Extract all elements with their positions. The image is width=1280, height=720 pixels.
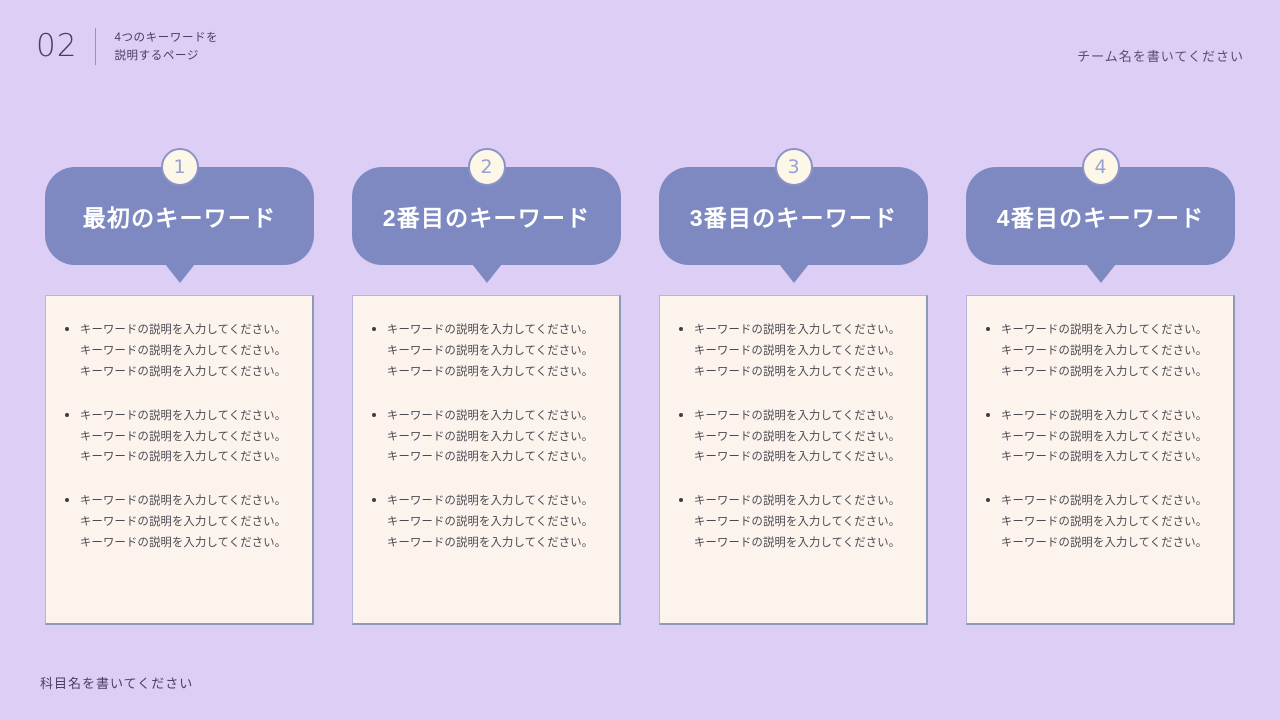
- list-item: キーワードの説明を入力してください。キーワードの説明を入力してください。キーワー…: [674, 320, 906, 383]
- keyword-banner-body-2: 2番目のキーワード: [352, 167, 621, 265]
- list-item: キーワードの説明を入力してください。キーワードの説明を入力してください。キーワー…: [60, 491, 292, 554]
- keyword-number-badge-1: 1: [160, 148, 199, 186]
- keyword-card-4: キーワードの説明を入力してください。キーワードの説明を入力してください。キーワー…: [966, 295, 1235, 625]
- keyword-columns: 1 最初のキーワード キーワードの説明を入力してください。キーワードの説明を入力…: [45, 148, 1235, 625]
- keyword-banner-2: 2 2番目のキーワード: [352, 148, 621, 283]
- keyword-banner-3: 3 3番目のキーワード: [659, 148, 928, 283]
- keyword-column-3: 3 3番目のキーワード キーワードの説明を入力してください。キーワードの説明を入…: [659, 148, 928, 625]
- team-name-label: チーム名を書いてください: [1077, 49, 1244, 64]
- list-item: キーワードの説明を入力してください。キーワードの説明を入力してください。キーワー…: [981, 406, 1213, 469]
- keyword-banner-body-4: 4番目のキーワード: [966, 167, 1235, 265]
- keyword-column-2: 2 2番目のキーワード キーワードの説明を入力してください。キーワードの説明を入…: [352, 148, 621, 625]
- keyword-column-1: 1 最初のキーワード キーワードの説明を入力してください。キーワードの説明を入力…: [45, 148, 314, 625]
- list-item: キーワードの説明を入力してください。キーワードの説明を入力してください。キーワー…: [981, 491, 1213, 554]
- keyword-banner-1: 1 最初のキーワード: [45, 148, 314, 283]
- list-item: キーワードの説明を入力してください。キーワードの説明を入力してください。キーワー…: [60, 320, 292, 383]
- banner-tail-icon-2: [471, 264, 502, 283]
- list-item: キーワードの説明を入力してください。キーワードの説明を入力してください。キーワー…: [367, 491, 599, 554]
- header-subtitle-line-1: 4つのキーワードを: [114, 32, 219, 44]
- header-left-group: 02 4つのキーワードを 説明するページ: [36, 28, 218, 66]
- subject-name-label: 科目名を書いてください: [40, 676, 194, 691]
- banner-tail-icon-4: [1085, 264, 1116, 283]
- list-item: キーワードの説明を入力してください。キーワードの説明を入力してください。キーワー…: [674, 491, 906, 554]
- keyword-card-3: キーワードの説明を入力してください。キーワードの説明を入力してください。キーワー…: [659, 295, 928, 625]
- keyword-number-badge-2: 2: [467, 148, 506, 186]
- keyword-banner-4: 4 4番目のキーワード: [966, 148, 1235, 283]
- header-divider: [95, 28, 97, 66]
- keyword-title-3: 3番目のキーワード: [689, 205, 898, 231]
- keyword-number-badge-3: 3: [774, 148, 813, 186]
- list-item: キーワードの説明を入力してください。キーワードの説明を入力してください。キーワー…: [367, 320, 599, 383]
- keyword-column-4: 4 4番目のキーワード キーワードの説明を入力してください。キーワードの説明を入…: [966, 148, 1235, 625]
- keyword-bullet-list-3: キーワードの説明を入力してください。キーワードの説明を入力してください。キーワー…: [674, 320, 906, 554]
- banner-tail-icon-3: [778, 264, 809, 283]
- list-item: キーワードの説明を入力してください。キーワードの説明を入力してください。キーワー…: [674, 406, 906, 469]
- list-item: キーワードの説明を入力してください。キーワードの説明を入力してください。キーワー…: [367, 406, 599, 469]
- keyword-title-2: 2番目のキーワード: [382, 205, 591, 231]
- keyword-bullet-list-1: キーワードの説明を入力してください。キーワードの説明を入力してください。キーワー…: [60, 320, 292, 554]
- list-item: キーワードの説明を入力してください。キーワードの説明を入力してください。キーワー…: [60, 406, 292, 469]
- keyword-title-1: 最初のキーワード: [82, 205, 277, 231]
- header-subtitle: 4つのキーワードを 説明するページ: [114, 28, 218, 66]
- keyword-bullet-list-4: キーワードの説明を入力してください。キーワードの説明を入力してください。キーワー…: [981, 320, 1213, 554]
- keyword-title-4: 4番目のキーワード: [996, 205, 1205, 231]
- banner-tail-icon-1: [164, 264, 195, 283]
- slide-header: 02 4つのキーワードを 説明するページ チーム名を書いてください: [36, 28, 1244, 78]
- section-number: 02: [36, 28, 78, 65]
- header-subtitle-line-2: 説明するページ: [114, 49, 199, 62]
- list-item: キーワードの説明を入力してください。キーワードの説明を入力してください。キーワー…: [981, 320, 1213, 383]
- keyword-card-2: キーワードの説明を入力してください。キーワードの説明を入力してください。キーワー…: [352, 295, 621, 625]
- keyword-bullet-list-2: キーワードの説明を入力してください。キーワードの説明を入力してください。キーワー…: [367, 320, 599, 554]
- keyword-number-badge-4: 4: [1081, 148, 1120, 186]
- keyword-card-1: キーワードの説明を入力してください。キーワードの説明を入力してください。キーワー…: [45, 295, 314, 625]
